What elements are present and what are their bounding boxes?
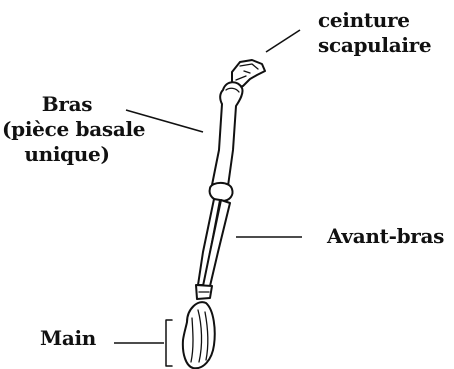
- ceinture-label-line2: scapulaire: [318, 33, 431, 58]
- ceinture-label-line1: ceinture: [318, 8, 431, 33]
- bras-label-line1: Bras: [2, 92, 132, 117]
- avant-bras-label: Avant-bras: [327, 224, 444, 249]
- humerus-bone: [212, 82, 243, 190]
- ceinture-label: ceinture scapulaire: [318, 8, 431, 58]
- bras-label-line3: unique): [2, 142, 132, 167]
- hand-bracket: [166, 320, 172, 366]
- bras-label-line2: (pièce basale: [2, 117, 132, 142]
- bras-label: Bras (pièce basale unique): [2, 92, 132, 167]
- ceinture-leader-line: [266, 30, 300, 52]
- elbow-joint: [210, 183, 233, 201]
- main-label: Main: [40, 326, 96, 351]
